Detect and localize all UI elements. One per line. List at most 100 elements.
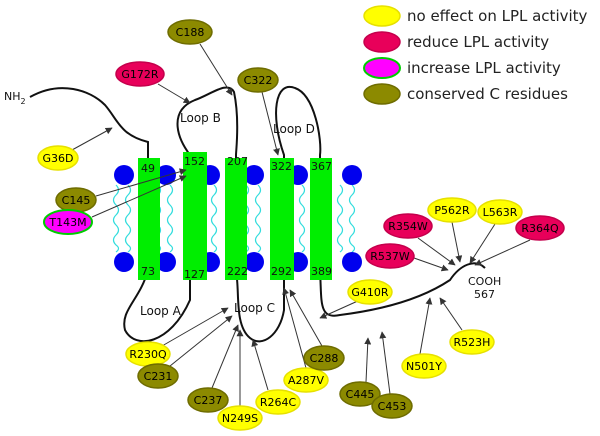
mutation-g36d: G36D (37, 145, 79, 171)
mutation-label: N249S (222, 412, 258, 425)
lipid-tail (336, 184, 344, 253)
c-terminus-label: COOH (468, 275, 501, 288)
mutation-arrow-r264c (251, 339, 269, 391)
helix-5 (310, 158, 332, 280)
legend-item-increase: increase LPL activity (363, 57, 561, 79)
mutation-arrow-c322 (261, 91, 280, 156)
loop-d-label: Loop D (273, 122, 315, 136)
mutation-g410r: G410R (347, 279, 393, 305)
legend-item-conserved: conserved C residues (363, 83, 568, 105)
mutation-ellipse (449, 329, 495, 355)
transmembrane-helices (138, 152, 332, 280)
mutation-label: R264C (260, 396, 297, 409)
mutation-c188: C188 (167, 19, 213, 45)
mutation-c445: C445 (339, 381, 381, 407)
mutation-arrows (71, 43, 531, 406)
mutation-label: R354W (388, 220, 428, 233)
mutation-arrow-c145 (95, 168, 187, 197)
mutation-ellipse (383, 213, 433, 239)
mutation-arrow-c288 (289, 289, 323, 347)
head-group-bottom (342, 252, 362, 272)
mutation-label: C288 (310, 352, 339, 365)
mutation-arrow-a287v (282, 287, 307, 369)
legend-label-reduce: reduce LPL activity (407, 33, 549, 51)
c-terminus-number: 567 (474, 288, 495, 301)
mutation-label: L563R (483, 206, 518, 219)
mutation-ellipse (365, 243, 415, 269)
mutation-arrow-r230q (161, 307, 229, 347)
mutation-ellipse (283, 367, 329, 393)
lipid-tail (210, 184, 218, 253)
legend-swatch-reduce (363, 31, 401, 53)
head-group-top (244, 165, 264, 185)
mutation-ellipse (371, 393, 413, 419)
mutation-r230q: R230Q (125, 341, 171, 367)
mutation-ellipse (255, 389, 301, 415)
mutation-label: G172R (121, 68, 159, 81)
mutation-c453: C453 (371, 393, 413, 419)
mutation-arrow-l563r (469, 223, 496, 264)
mutation-arrow-r354w (417, 237, 456, 266)
mutation-ellipse (347, 279, 393, 305)
legend-swatch-conserved (363, 83, 401, 105)
mutation-label: C445 (346, 388, 375, 401)
mutation-ellipse (339, 381, 381, 407)
mutation-r523h: R523H (449, 329, 495, 355)
mutation-arrow-c237 (211, 324, 239, 389)
legend-swatch-increase (363, 57, 401, 79)
mutation-label: G410R (351, 286, 389, 299)
legend-swatch-no-effect (363, 5, 401, 27)
head-group-top (342, 165, 362, 185)
legend: no effect on LPL activity reduce LPL act… (363, 5, 588, 105)
head-group-top (156, 165, 176, 185)
mutation-c288: C288 (303, 345, 345, 371)
loop-c-label: Loop C (234, 301, 275, 315)
mutation-ellipse (237, 67, 279, 93)
mutation-label: C145 (62, 194, 91, 207)
mutation-ellipse (137, 363, 179, 389)
lipid-tail (348, 184, 356, 253)
mutation-c231: C231 (137, 363, 179, 389)
mutation-label: C453 (378, 400, 407, 413)
mutation-ellipse (303, 345, 345, 371)
mutation-label: C188 (176, 26, 205, 39)
lipid-tail (254, 184, 262, 253)
mutation-ellipse (217, 405, 263, 431)
mutation-c322: C322 (237, 67, 279, 93)
mutation-r537w: R537W (365, 243, 415, 269)
helix-position-numbers: 49 73 152 127 207 222 322 292 367 389 (141, 155, 332, 281)
helix-4-bottom-number: 292 (271, 265, 292, 278)
head-group-top (114, 165, 134, 185)
mutation-label: A287V (288, 374, 325, 387)
mutation-r354w: R354W (383, 213, 433, 239)
loop-a-label: Loop A (140, 304, 182, 318)
mutation-ellipse (43, 209, 93, 235)
mutation-arrow-r523h (439, 297, 463, 331)
lipid-tail (112, 184, 120, 253)
legend-item-reduce: reduce LPL activity (363, 31, 549, 53)
legend-label-no-effect: no effect on LPL activity (407, 7, 588, 25)
mutation-arrow-c453 (379, 331, 391, 395)
legend-item-no-effect: no effect on LPL activity (363, 5, 588, 27)
helix-4-top-number: 322 (271, 160, 292, 173)
mutation-ellipse (401, 353, 447, 379)
mutation-n501y: N501Y (401, 353, 447, 379)
mutation-l563r: L563R (477, 199, 523, 225)
legend-label-conserved: conserved C residues (407, 85, 568, 103)
helix-2 (183, 152, 207, 280)
mutation-arrow-c445 (364, 337, 372, 383)
mutation-ellipse (477, 199, 523, 225)
legend-label-increase: increase LPL activity (407, 59, 561, 77)
lipid-tail (298, 184, 306, 253)
helix-1-top-number: 49 (141, 162, 155, 175)
mutation-label: R230Q (129, 348, 167, 361)
mutation-n249s: N249S (217, 405, 263, 431)
mutation-arrow-p562r (451, 221, 463, 263)
mutation-arrow-g410r (319, 299, 361, 319)
mutation-ellipse (187, 387, 229, 413)
mutation-arrow-c231 (169, 315, 233, 367)
mutation-arrow-n501y (419, 297, 433, 355)
helix-2-top-number: 152 (184, 155, 205, 168)
